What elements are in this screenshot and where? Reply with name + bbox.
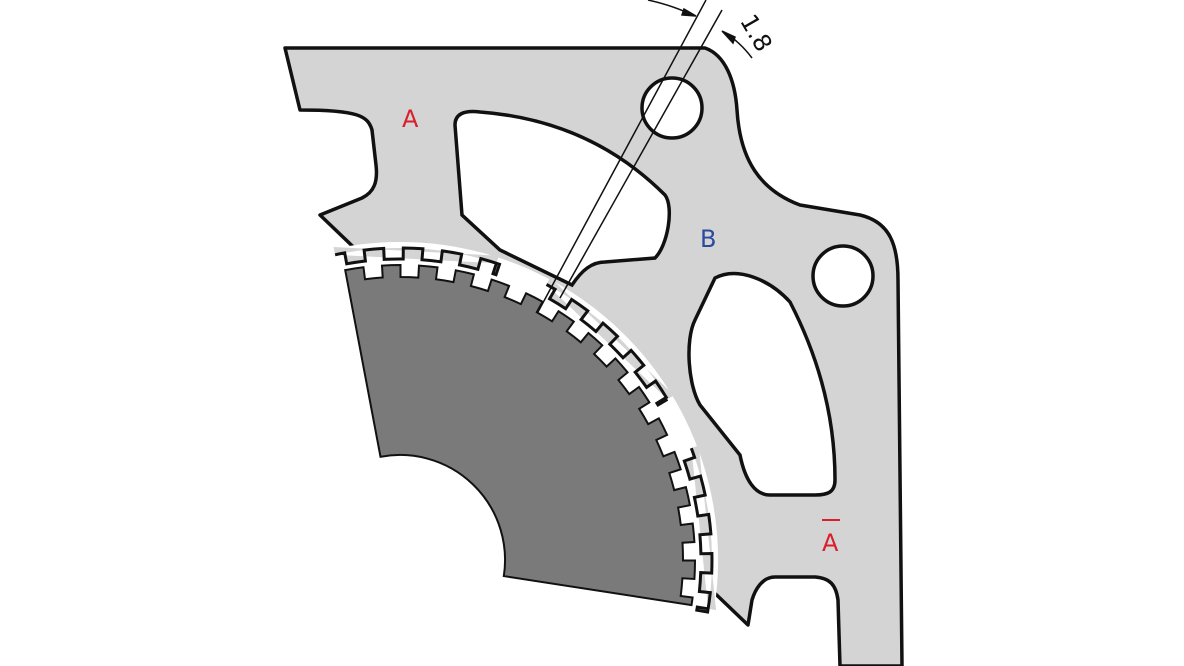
pole-label-a: A	[402, 105, 419, 133]
stator-tooth-row	[334, 246, 502, 277]
mounting-hole	[640, 76, 704, 140]
stator-teeth	[333, 246, 717, 614]
rotor	[344, 263, 697, 607]
stator-tooth-row	[545, 283, 669, 408]
arrow-icon	[680, 7, 697, 17]
mounting-hole	[811, 244, 875, 308]
step-angle-dimension	[537, 0, 753, 313]
pole-label-a-bar: A	[822, 529, 839, 557]
dimension-label: 1.8	[734, 9, 777, 56]
pole-face	[691, 445, 717, 611]
dimension-line	[559, 9, 723, 299]
stator-tooth-row	[682, 447, 714, 614]
dimension-line	[537, 0, 707, 313]
slot-a-b	[453, 109, 672, 288]
arrow-icon	[721, 30, 736, 45]
pole-label-b: B	[700, 225, 716, 253]
slot-b-abar	[687, 271, 837, 497]
